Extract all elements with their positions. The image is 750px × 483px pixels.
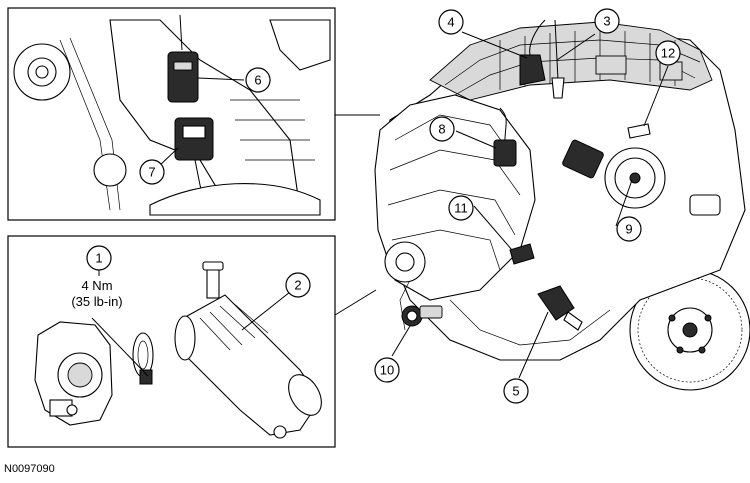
svg-text:11: 11 [454,201,468,216]
callout-6: 6 [245,67,271,93]
callout-1: 1 [86,245,112,271]
callout-10: 10 [374,357,400,383]
torque-imperial: (35 lb-in) [71,294,122,309]
svg-text:10: 10 [380,363,394,378]
svg-text:9: 9 [625,222,632,237]
callout-2: 2 [285,272,311,298]
callout-3: 3 [594,8,620,34]
svg-text:1: 1 [95,251,102,266]
inset-top-left [7,7,336,221]
svg-text:4: 4 [447,15,454,30]
callout-7: 7 [139,159,165,185]
svg-text:12: 12 [661,46,675,61]
torque-value: 4 Nm [81,278,112,293]
callout-11: 11 [448,195,474,221]
callout-12: 12 [655,40,681,66]
svg-text:5: 5 [512,384,519,399]
figure-id: N0097090 [4,463,55,475]
callout-9: 9 [616,216,642,242]
engine-main-view [374,19,750,391]
callout-4: 4 [438,9,464,35]
svg-text:8: 8 [438,122,445,137]
svg-text:7: 7 [148,165,155,180]
svg-text:3: 3 [603,14,610,29]
svg-text:6: 6 [254,73,261,88]
callout-5: 5 [503,378,529,404]
inset-link-bottom [334,289,377,316]
callout-8: 8 [429,116,455,142]
leader-lines [91,31,669,379]
inset-bottom-left [7,235,336,448]
svg-text:2: 2 [294,278,301,293]
